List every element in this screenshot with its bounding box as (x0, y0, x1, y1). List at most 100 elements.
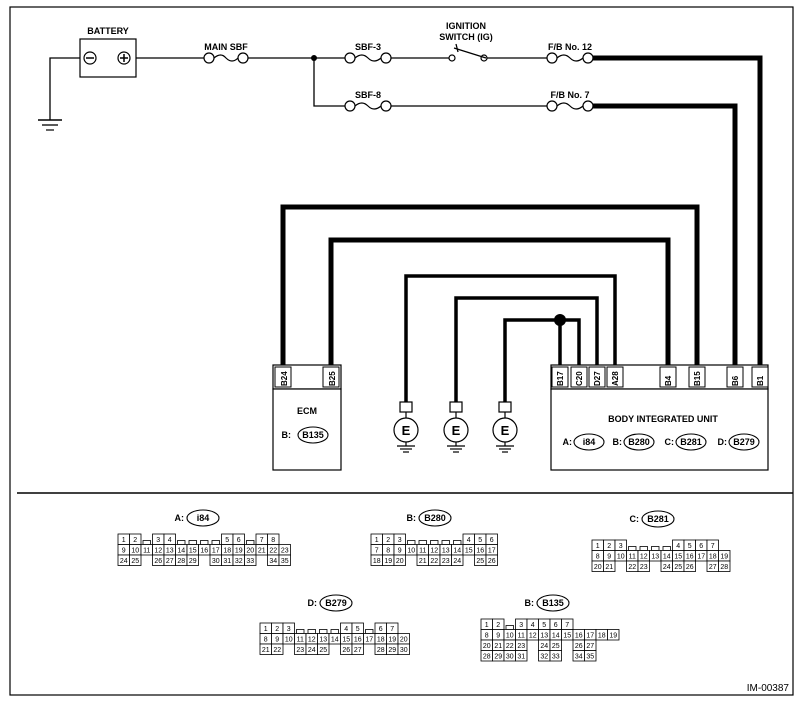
pin-number: 33 (246, 558, 254, 565)
pin-number: 21 (605, 564, 613, 571)
fb12-label: F/B No. 12 (548, 42, 592, 52)
ecm-pin-b25: B25 (328, 371, 337, 386)
pin-cell (584, 650, 597, 662)
pin-number: 31 (223, 558, 231, 565)
connector-view-name: i84 (197, 513, 210, 523)
ecm-connector-prefix: B: (282, 430, 292, 440)
biu-pin-box (726, 366, 744, 388)
pin-number: 26 (488, 558, 496, 565)
pin-cell (393, 554, 406, 566)
sbf8-label: SBF-8 (355, 90, 381, 100)
pin-number: 24 (540, 643, 548, 650)
pin-number: 21 (419, 558, 427, 565)
wire-ground2-d27 (454, 296, 599, 402)
pin-number: 31 (517, 654, 525, 661)
pin-number: 25 (319, 647, 327, 654)
pin-number: 8 (386, 548, 390, 555)
pin-number: 6 (237, 537, 241, 544)
ground-e-2: E (443, 401, 469, 453)
pin-number: 16 (200, 548, 208, 555)
pin-number: 9 (607, 554, 611, 561)
main-sbf-label: MAIN SBF (204, 42, 248, 52)
pin-number: 17 (697, 554, 705, 561)
biu-pin-box (588, 366, 606, 388)
pin-number: 16 (575, 633, 583, 640)
pin-cell (186, 554, 199, 566)
pin-number: 29 (388, 647, 396, 654)
biu-pin-box (659, 366, 677, 388)
main-sbf-fuse: MAIN SBF (203, 42, 249, 64)
pin-cell (271, 643, 284, 655)
biu-pin-b17: B17 (556, 371, 565, 386)
pin-cell (515, 650, 528, 662)
pin-number: 29 (494, 654, 502, 661)
pin-number: 32 (540, 654, 548, 661)
biu-connector-name: B280 (628, 437, 650, 447)
ecm-module: B24 B25 ECM B: B135 (272, 364, 342, 471)
pin-number: 11 (419, 548, 426, 555)
biu-pin-box (606, 366, 624, 388)
biu-pin-d27: D27 (593, 371, 602, 386)
pin-number: 14 (663, 554, 671, 561)
pin-number: 19 (235, 548, 243, 555)
ground-label: E (501, 423, 510, 438)
pin-number: 22 (430, 558, 438, 565)
ecm-pin-b24: B24 (280, 371, 289, 386)
pin-number: 26 (342, 647, 350, 654)
wire-to-sbf8 (313, 58, 345, 107)
pin-number: 25 (674, 564, 682, 571)
pin-cell (718, 560, 731, 572)
pin-number: 9 (275, 637, 279, 644)
pin-number: 19 (388, 637, 396, 644)
pin-number: 1 (485, 622, 489, 629)
pin-number: 5 (356, 626, 360, 633)
pin-number: 21 (262, 647, 270, 654)
pin-number: 1 (375, 537, 379, 544)
pin-number: 28 (720, 564, 728, 571)
pin-number: 32 (235, 558, 243, 565)
biu-pin-b15: B15 (693, 371, 702, 386)
biu-connector-prefix: C: (665, 437, 675, 447)
pin-number: 33 (552, 654, 560, 661)
pin-number: 23 (640, 564, 648, 571)
biu-pin-b1: B1 (756, 375, 765, 386)
ecm-connector-name: B135 (302, 430, 324, 440)
pin-number: 14 (453, 548, 461, 555)
pin-number: 17 (212, 548, 220, 555)
pin-number: 29 (189, 558, 197, 565)
pin-number: 2 (275, 626, 279, 633)
pin-cell (683, 560, 696, 572)
pin-number: 10 (285, 637, 293, 644)
pin-number: 22 (506, 643, 514, 650)
pin-number: 25 (552, 643, 560, 650)
pin-number: 21 (258, 548, 266, 555)
pin-number: 34 (575, 654, 583, 661)
pin-number: 13 (319, 637, 327, 644)
pin-number: 22 (273, 647, 281, 654)
pin-number: 6 (554, 622, 558, 629)
pin-number: 17 (488, 548, 496, 555)
pin-number: 26 (154, 558, 162, 565)
pin-cell (129, 554, 142, 566)
pin-number: 4 (676, 543, 680, 550)
biu-connector-prefix: D: (718, 437, 728, 447)
pin-number: 28 (483, 654, 491, 661)
pin-number: 24 (120, 558, 128, 565)
wire-ground3-c20 (503, 318, 581, 402)
pin-number: 7 (565, 622, 569, 629)
pin-cell (278, 554, 291, 566)
pin-number: 8 (271, 537, 275, 544)
pin-cell (607, 629, 620, 641)
connector-view-prefix: C: (630, 514, 640, 524)
biu-pin-b6: B6 (731, 375, 740, 386)
pin-number: 28 (377, 647, 385, 654)
connector-view-name: B280 (424, 513, 446, 523)
pin-cell (397, 643, 410, 655)
biu-label: BODY INTEGRATED UNIT (608, 414, 718, 424)
biu-pin-box (688, 366, 706, 388)
pin-cell (549, 650, 562, 662)
pin-number: 8 (485, 633, 489, 640)
pin-number: 6 (379, 626, 383, 633)
